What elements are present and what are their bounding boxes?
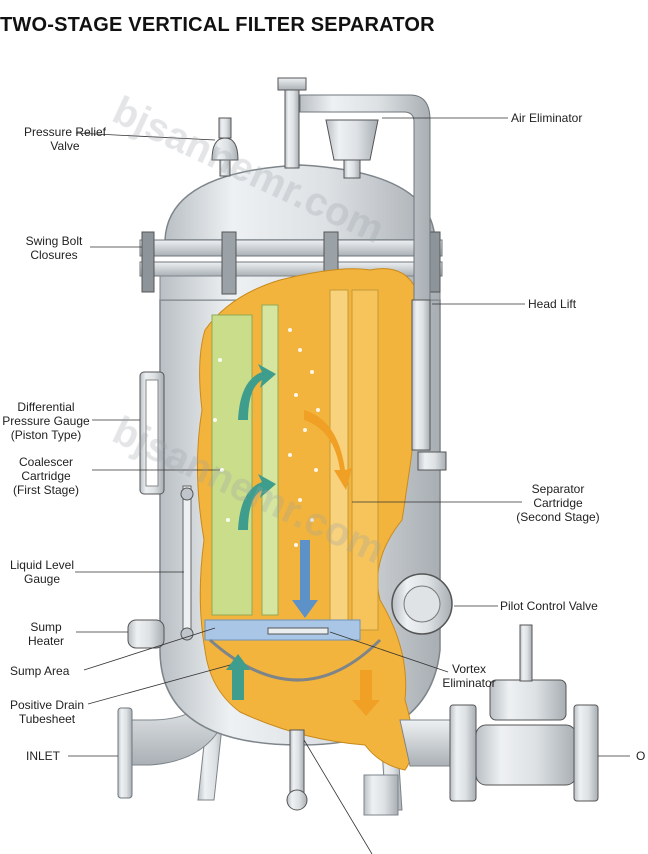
label-pressure-relief-valve: Pressure Relief Valve xyxy=(23,125,107,153)
label-inlet: INLET xyxy=(26,749,61,763)
liquid-level-gauge xyxy=(180,485,194,641)
label-outlet-partial: O xyxy=(636,749,646,763)
label-sump-heater: Sump Heater xyxy=(27,620,65,648)
label-air-eliminator: Air Eliminator xyxy=(511,111,583,125)
sump-heater xyxy=(127,619,165,649)
label-differential-pressure-gauge: Differential Pressure Gauge (Piston Type… xyxy=(2,400,90,442)
label-liquid-level-gauge: Liquid Level Gauge xyxy=(9,558,75,586)
label-pilot-control-valve: Pilot Control Valve xyxy=(500,599,598,613)
air-eliminator-assembly xyxy=(277,77,431,301)
pressure-relief-valve xyxy=(211,117,239,177)
outlet-assembly xyxy=(399,624,599,802)
drain-valve xyxy=(286,729,308,811)
label-swing-bolt-closures: Swing Bolt Closures xyxy=(25,234,83,262)
label-coalescer-cartridge: Coalescer Cartridge (First Stage) xyxy=(12,455,79,497)
label-head-lift: Head Lift xyxy=(528,297,577,311)
diagram-title: TWO-STAGE VERTICAL FILTER SEPARATOR xyxy=(0,14,435,36)
label-positive-drain-tubesheet: Positive Drain Tubesheet xyxy=(9,698,85,726)
label-separator-cartridge: Separator Cartridge (Second Stage) xyxy=(516,482,600,524)
swing-bolts xyxy=(141,231,441,295)
differential-pressure-gauge xyxy=(139,371,165,495)
label-sump-area: Sump Area xyxy=(10,664,70,678)
pilot-control-valve xyxy=(391,573,453,635)
leader-lines xyxy=(68,117,630,854)
head-lift xyxy=(411,299,447,471)
label-vortex-eliminator: Vortex Eliminator xyxy=(442,662,496,690)
cutaway-interior xyxy=(196,268,421,771)
